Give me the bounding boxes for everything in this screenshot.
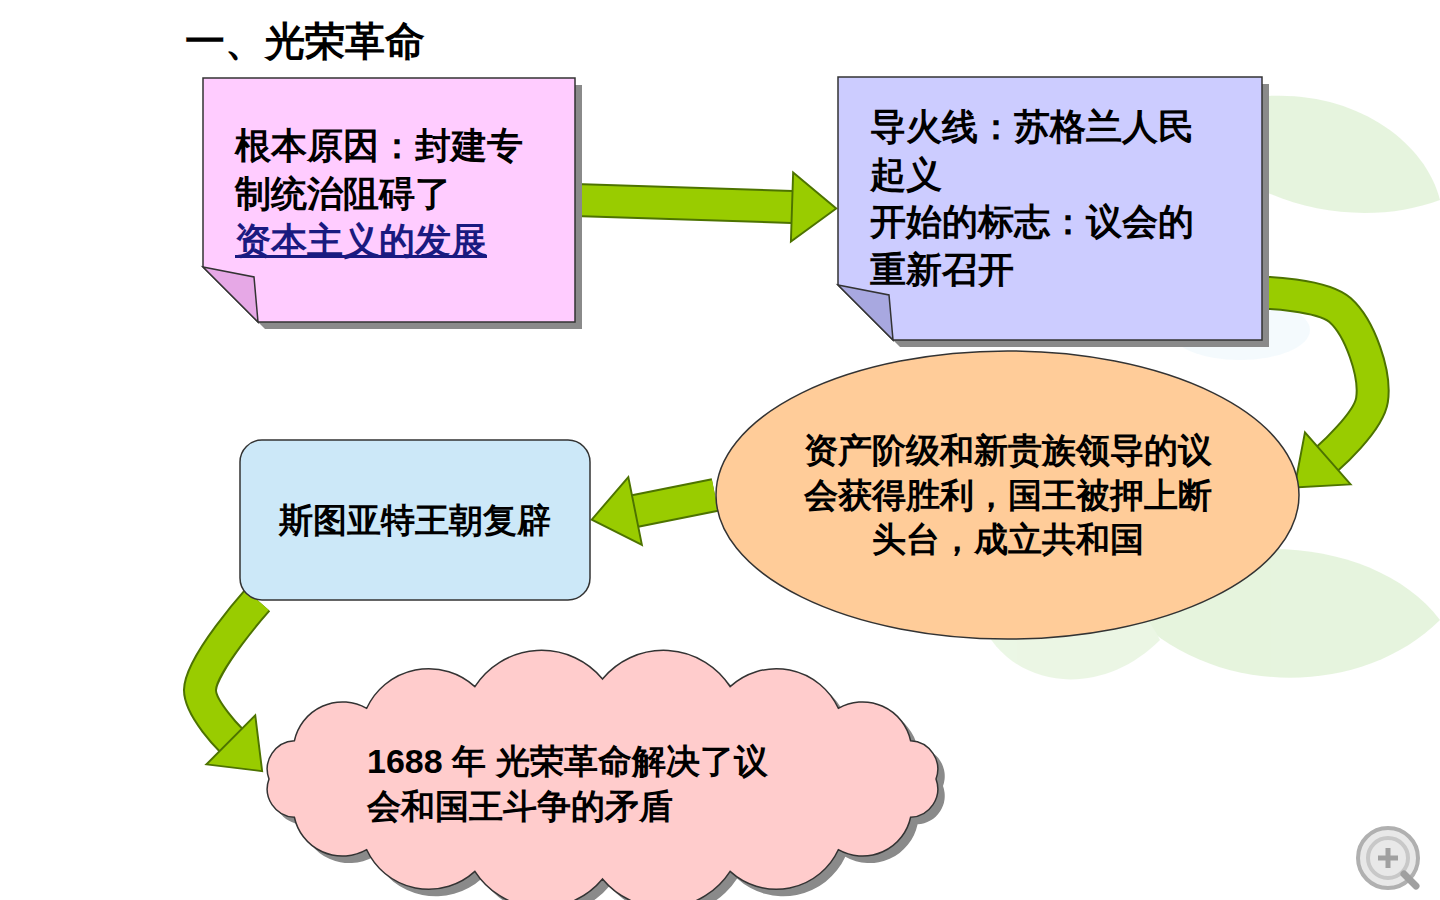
zoom-plus: [1378, 848, 1398, 868]
node-text: 资产阶级和新贵族领导的议会获得胜利，国王被押上断头台，成立共和国: [788, 428, 1228, 563]
node-text: 导火线：苏格兰人民起义: [870, 103, 1200, 198]
note-box: 根本原因：封建专制统治阻碍了资本主义的发展: [203, 78, 575, 322]
connector-group: [200, 600, 258, 740]
note-shape: [203, 78, 575, 322]
zoom-icon: [1358, 828, 1418, 888]
rounded-box: 斯图亚特王朝复辟: [240, 440, 590, 600]
ellipse-shape: [716, 351, 1299, 639]
node-text: 根本原因：封建专制统治阻碍了: [235, 122, 525, 217]
block-arrow: [1262, 293, 1373, 459]
connector-group: [575, 200, 792, 207]
note-box: 导火线：苏格兰人民起义开始的标志：议会的重新召开: [838, 77, 1262, 340]
cloud-shape: [267, 650, 937, 900]
rounded-shape: [240, 440, 590, 600]
connector-group: [635, 495, 715, 511]
node-text: 斯图亚特王朝复辟: [255, 498, 575, 543]
note-shape: [838, 77, 1262, 340]
zoom-ring: [1358, 828, 1418, 888]
connector-outline: [200, 600, 258, 740]
ellipse-box: 资产阶级和新贵族领导的议会获得胜利，国王被押上断头台，成立共和国: [715, 350, 1300, 640]
block-arrow: [575, 200, 792, 207]
title: 一、光荣革命: [185, 14, 425, 69]
block-arrow: [635, 495, 715, 511]
node-text: 开始的标志：议会的重新召开: [870, 198, 1200, 293]
connector-group: [1262, 293, 1373, 459]
folded-corner: [203, 267, 258, 322]
zoom-handle: [1404, 874, 1416, 886]
connector-outline: [635, 495, 715, 511]
connector-outline: [1262, 293, 1373, 459]
node-text: 1688 年 光荣革命解决了议会和国王斗争的矛盾: [367, 739, 777, 829]
connector-outline: [575, 200, 792, 207]
folded-corner: [838, 285, 893, 340]
cloud-box: 1688 年 光荣革命解决了议会和国王斗争的矛盾: [255, 665, 950, 893]
block-arrow: [200, 600, 258, 740]
linked-text: 资本主义的发展: [235, 217, 525, 265]
